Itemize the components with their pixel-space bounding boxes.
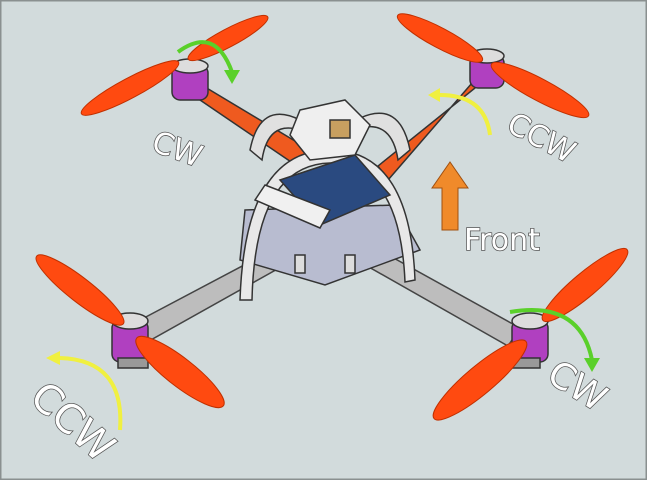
label-front: Front xyxy=(464,223,540,258)
center-frame xyxy=(239,99,422,301)
rotation-arrows xyxy=(46,40,600,431)
front-arrow-icon xyxy=(431,161,469,231)
propellers xyxy=(35,13,629,421)
propeller-top-left xyxy=(80,14,269,116)
propeller-bottom-right xyxy=(432,247,629,421)
ccw-arrow-top-right xyxy=(439,93,492,136)
ccw-arrow-bottom-left xyxy=(59,356,123,431)
cw-arrow-bottom-right xyxy=(509,308,594,361)
propeller-top-right xyxy=(396,13,590,119)
motors xyxy=(111,48,549,369)
cw-arrow-top-left xyxy=(176,40,234,73)
propeller-bottom-left xyxy=(35,254,225,409)
